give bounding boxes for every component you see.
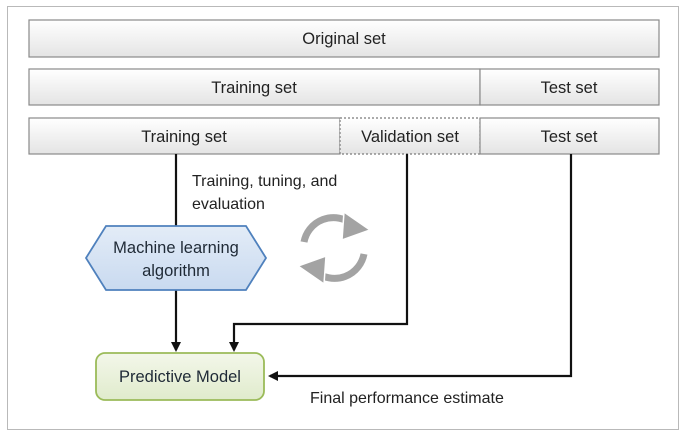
- note-line-1: Training, tuning, and: [192, 173, 337, 190]
- first-split-training-bar: [28, 68, 481, 106]
- first-split-training-label: Training set: [211, 79, 297, 97]
- original-set-bar: Original set: [28, 19, 660, 58]
- second-split-test-label: Test set: [541, 128, 598, 146]
- algorithm-label-line-2: algorithm: [142, 262, 210, 280]
- predictive-model-label: Predictive Model: [119, 368, 241, 386]
- validation-set-label: Validation set: [361, 128, 459, 146]
- first-split-test-bar: [479, 68, 660, 106]
- second-split-test-bar: [479, 117, 660, 155]
- second-split-row: Training set Validation set Test set: [28, 117, 660, 155]
- connector-lines: [171, 154, 573, 381]
- machine-learning-algorithm-shape: Machine learning algorithm: [84, 225, 268, 291]
- second-split-training-label: Training set: [141, 128, 227, 146]
- validation-set-bar: [339, 117, 481, 155]
- refresh-cycle-icon: [296, 210, 372, 286]
- first-split-test-label: Test set: [541, 79, 598, 97]
- final-performance-label: Final performance estimate: [310, 390, 504, 407]
- second-split-training-bar: [28, 117, 341, 155]
- test-to-model-arrow: [268, 154, 573, 381]
- original-set-label: Original set: [302, 30, 386, 48]
- algorithm-label-line-1: Machine learning: [113, 239, 239, 257]
- training-tuning-note: Training, tuning, and evaluation: [192, 173, 337, 213]
- validation-to-model-arrow: [229, 154, 409, 352]
- first-split-row: Training set Test set: [28, 68, 660, 106]
- note-line-2: evaluation: [192, 196, 265, 213]
- predictive-model-box: Predictive Model: [95, 352, 265, 401]
